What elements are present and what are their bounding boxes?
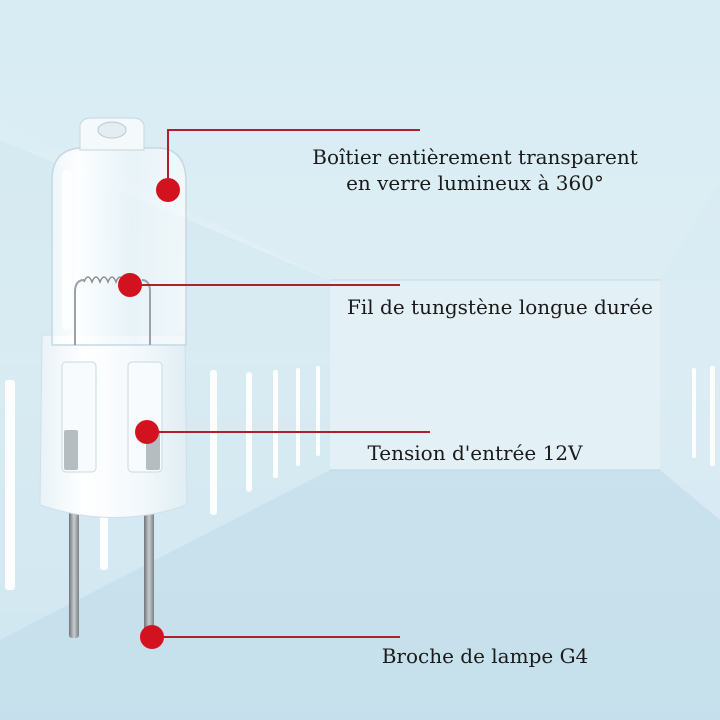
light-strips (5, 366, 715, 590)
callout-dot-4 (140, 625, 164, 649)
callout-glass-housing: Boîtier entièrement transparent en verre… (300, 144, 650, 196)
callout-dots (118, 178, 180, 649)
callout-input-voltage-line-1: Tension d'entrée 12V (367, 441, 583, 465)
callout-glass-housing-line-2: en verre lumineux à 360° (346, 171, 604, 195)
callout-lines (130, 129, 430, 638)
callout-lamp-pin-line-1: Broche de lampe G4 (381, 644, 589, 668)
callout-dot-3 (135, 420, 159, 444)
g4-bulb (39, 117, 188, 638)
callout-tungsten-filament: Fil de tungstène longue durée (330, 294, 670, 320)
callout-dot-1 (156, 178, 180, 202)
callout-tungsten-filament-line-1: Fil de tungstène longue durée (347, 295, 653, 319)
callout-lamp-pin: Broche de lampe G4 (360, 643, 610, 669)
callout-glass-housing-line-1: Boîtier entièrement transparent (312, 145, 638, 169)
callout-input-voltage: Tension d'entrée 12V (350, 440, 600, 466)
callout-dot-2 (118, 273, 142, 297)
